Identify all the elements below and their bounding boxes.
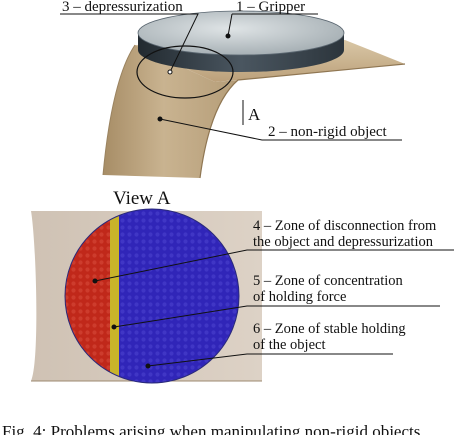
zone4-leader <box>94 249 454 282</box>
object-curved-sheet <box>103 45 238 178</box>
zone4-label-line1: 4 – Zone of disconnection from <box>253 218 437 234</box>
caption-text: Fig. 4: Problems arising when manipulati… <box>2 422 421 435</box>
object-leader <box>159 118 402 141</box>
zone6-label-line1: 6 – Zone of stable holding <box>253 321 406 337</box>
zone5-leader <box>113 305 440 328</box>
view-title: View A <box>113 188 171 209</box>
zone6-label-line2: of the object <box>253 337 325 353</box>
label-depressurization: 3 – depressurization <box>62 0 183 15</box>
zone4-label-line2: the object and depressurization <box>253 234 434 250</box>
zone6-leader <box>147 353 393 367</box>
gripper <box>137 10 345 72</box>
label-view-marker: A <box>248 105 261 124</box>
label-gripper: 1 – Gripper <box>236 0 305 15</box>
figure-caption: Fig. 4: Problems arising when manipulati… <box>0 419 474 435</box>
label-object: 2 – non-rigid object <box>268 124 388 140</box>
gripper-top <box>137 10 345 56</box>
depressurization-leader <box>60 13 199 73</box>
depressurization-highlight <box>136 45 234 99</box>
gripper-leader <box>227 13 318 37</box>
object-front-edge <box>199 63 406 179</box>
zone-force-concentration <box>110 209 119 383</box>
zone5-label-line1: 5 – Zone of concentration <box>253 273 404 289</box>
zone5-label-line2: of holding force <box>253 289 346 305</box>
